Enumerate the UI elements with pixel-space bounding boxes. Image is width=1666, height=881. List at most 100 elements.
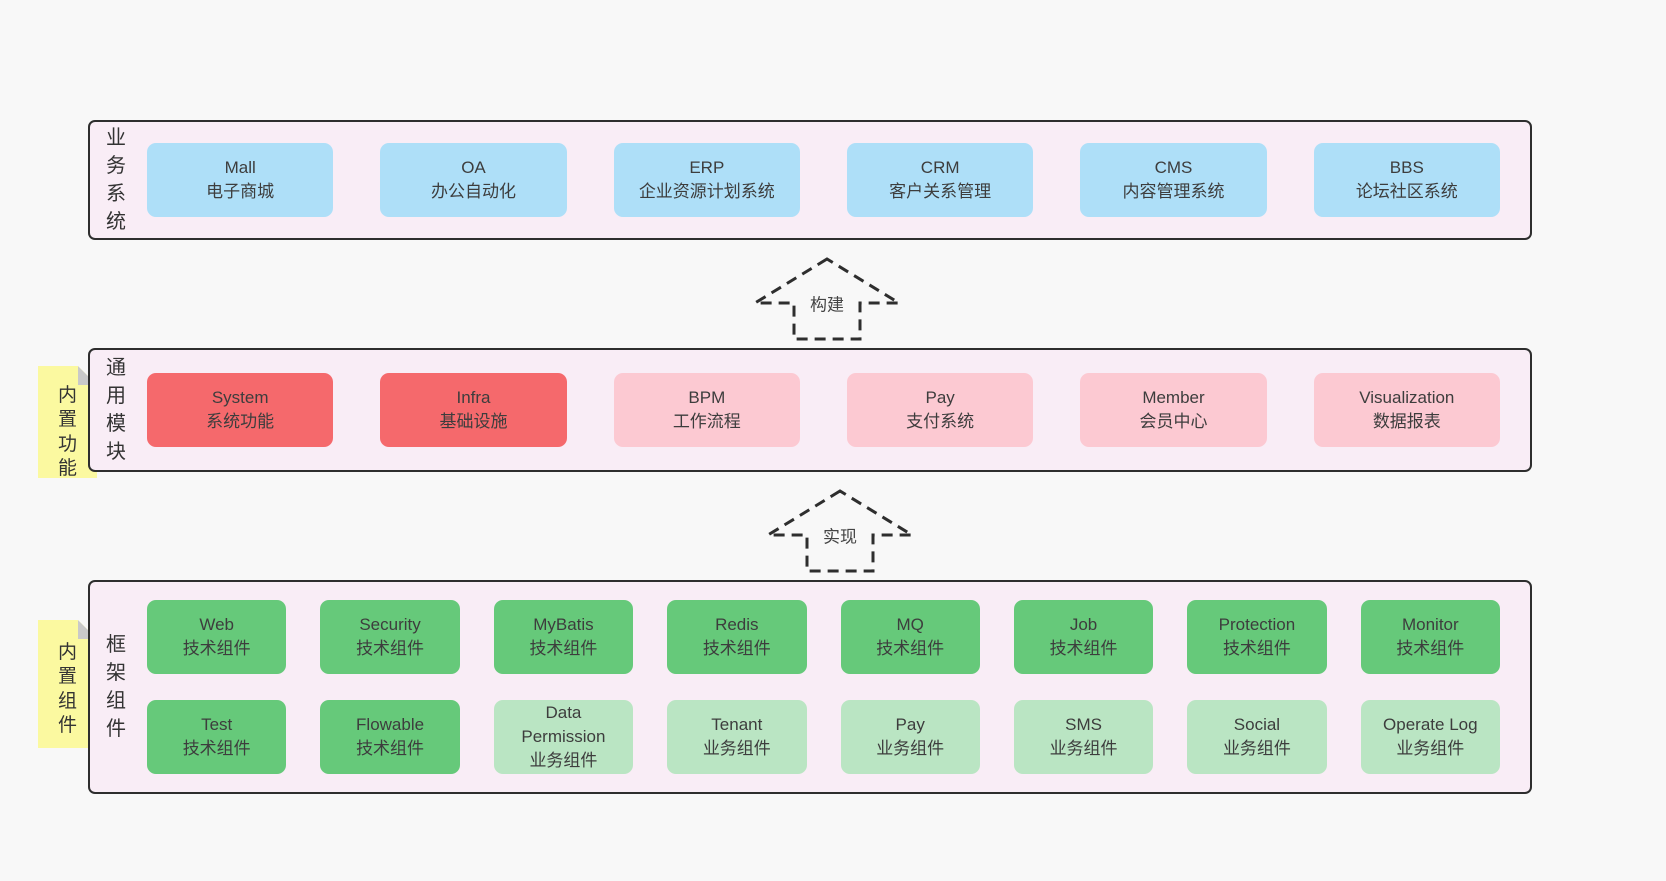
box-subtitle: 技术组件: [876, 639, 945, 658]
layer-label: 框架组件: [106, 634, 126, 740]
box-subtitle: 内容管理系统: [1122, 182, 1225, 201]
box-title: Member: [1142, 387, 1205, 407]
box-member: Member 会员中心: [1080, 373, 1267, 447]
box-job: Job 技术组件: [1013, 600, 1154, 674]
box-title: Social: [1233, 714, 1281, 734]
box-title: Flowable: [356, 714, 425, 734]
box-subtitle: 技术组件: [182, 639, 251, 658]
box-subtitle: 会员中心: [1139, 412, 1208, 431]
box-cms: CMS 内容管理系统: [1080, 143, 1267, 217]
box-subtitle: 业务组件: [876, 739, 945, 758]
box-subtitle: 技术组件: [702, 639, 771, 658]
box-subtitle: 数据报表: [1372, 412, 1441, 431]
box-title: Monitor: [1401, 614, 1459, 634]
box-test: Test 技术组件: [147, 700, 287, 774]
arrow-implement: 实现: [765, 488, 915, 574]
box-redis: Redis 技术组件: [667, 600, 807, 674]
box-bbs: BBS 论坛社区系统: [1313, 143, 1500, 217]
box-crm: CRM 客户关系管理: [846, 143, 1034, 217]
arrow-label: 实现: [821, 522, 859, 548]
box-mybatis: MyBatis 技术组件: [493, 600, 634, 674]
common-modules-row: System 系统功能 Infra 基础设施 BPM 工作流程 Pay 支付系统…: [147, 373, 1500, 447]
box-pay: Pay 支付系统: [846, 373, 1034, 447]
box-monitor: Monitor 技术组件: [1360, 600, 1500, 674]
box-title: Redis: [715, 614, 759, 634]
box-title: Web: [199, 614, 235, 634]
box-title: Tenant: [711, 714, 763, 734]
box-oa: OA 办公自动化: [380, 143, 567, 217]
box-subtitle: 电子商城: [206, 182, 275, 201]
box-title: Test: [201, 714, 233, 734]
up-arrow-icon: [765, 489, 915, 573]
box-title: Pay: [895, 714, 925, 734]
box-title: Pay: [925, 387, 955, 407]
box-flowable: Flowable 技术组件: [320, 700, 460, 774]
box-subtitle: 办公自动化: [430, 182, 516, 201]
box-title: MQ: [896, 614, 924, 634]
box-title: Infra: [456, 387, 491, 407]
box-title: Mall: [224, 157, 256, 177]
box-subtitle: 技术组件: [356, 739, 425, 758]
box-security: Security 技术组件: [320, 600, 460, 674]
box-subtitle: 支付系统: [906, 412, 975, 431]
box-bpm: BPM 工作流程: [613, 373, 800, 447]
box-infra: Infra 基础设施: [380, 373, 567, 447]
box-web: Web 技术组件: [147, 600, 287, 674]
box-sms: SMS 业务组件: [1013, 700, 1154, 774]
box-title: CMS: [1154, 157, 1193, 177]
box-visualization: Visualization 数据报表: [1313, 373, 1500, 447]
box-erp: ERP 企业资源计划系统: [613, 143, 800, 217]
box-title: Data Permission: [521, 702, 606, 746]
box-operate-log: Operate Log 业务组件: [1360, 700, 1500, 774]
box-tenant: Tenant 业务组件: [667, 700, 807, 774]
box-subtitle: 业务组件: [529, 751, 598, 771]
box-pay-biz: Pay 业务组件: [840, 700, 980, 774]
box-title: BPM: [688, 387, 726, 407]
layer-label: 通用模块: [106, 357, 126, 463]
box-subtitle: 论坛社区系统: [1355, 182, 1458, 201]
box-title: Security: [359, 614, 421, 634]
business-systems-row: Mall 电子商城 OA 办公自动化 ERP 企业资源计划系统 CRM 客户关系…: [147, 143, 1500, 217]
box-subtitle: 技术组件: [356, 639, 425, 658]
box-title: Job: [1069, 614, 1098, 634]
box-title: ERP: [689, 157, 725, 177]
box-subtitle: 技术组件: [1049, 639, 1118, 658]
box-subtitle: 企业资源计划系统: [638, 182, 775, 201]
box-mq: MQ 技术组件: [840, 600, 980, 674]
box-title: System: [211, 387, 269, 407]
framework-components-grid: Web 技术组件 Security 技术组件 MyBatis 技术组件 Redi…: [147, 600, 1500, 774]
box-subtitle: 技术组件: [1222, 639, 1291, 658]
box-subtitle: 技术组件: [529, 639, 598, 658]
box-subtitle: 客户关系管理: [889, 182, 992, 201]
sticky-note-text: 内置功能: [57, 385, 77, 479]
box-subtitle: 系统功能: [206, 412, 275, 431]
box-system: System 系统功能: [147, 373, 334, 447]
box-title: Operate Log: [1383, 714, 1478, 734]
arrow-label: 构建: [808, 290, 846, 316]
box-subtitle: 业务组件: [1396, 739, 1465, 758]
sticky-note-text: 内置组件: [57, 642, 77, 736]
box-subtitle: 工作流程: [672, 412, 741, 431]
box-title: OA: [461, 157, 486, 177]
box-title: SMS: [1065, 714, 1102, 734]
box-data-permission: Data Permission 业务组件: [493, 700, 634, 774]
box-mall: Mall 电子商城: [147, 143, 334, 217]
box-subtitle: 业务组件: [702, 739, 771, 758]
box-subtitle: 技术组件: [182, 739, 251, 758]
box-title: Visualization: [1359, 387, 1455, 407]
up-arrow-icon: [752, 257, 902, 341]
layer-label: 业务系统: [106, 127, 126, 233]
sticky-note-builtin-features: 内置功能: [38, 366, 97, 478]
layer-common-modules: 通用模块 System 系统功能 Infra 基础设施 BPM 工作流程 Pay…: [88, 348, 1532, 472]
box-title: Protection: [1218, 614, 1296, 634]
box-subtitle: 基础设施: [439, 412, 508, 431]
box-protection: Protection 技术组件: [1187, 600, 1327, 674]
sticky-note-builtin-components: 内置组件: [38, 620, 97, 748]
box-title: MyBatis: [533, 614, 594, 634]
layer-framework-components: 框架组件 Web 技术组件 Security 技术组件 MyBatis 技术组件…: [88, 580, 1532, 794]
layer-business-systems: 业务系统 Mall 电子商城 OA 办公自动化 ERP 企业资源计划系统 CRM…: [88, 120, 1532, 240]
box-title: BBS: [1389, 157, 1424, 177]
box-subtitle: 业务组件: [1049, 739, 1118, 758]
box-title: CRM: [920, 157, 960, 177]
